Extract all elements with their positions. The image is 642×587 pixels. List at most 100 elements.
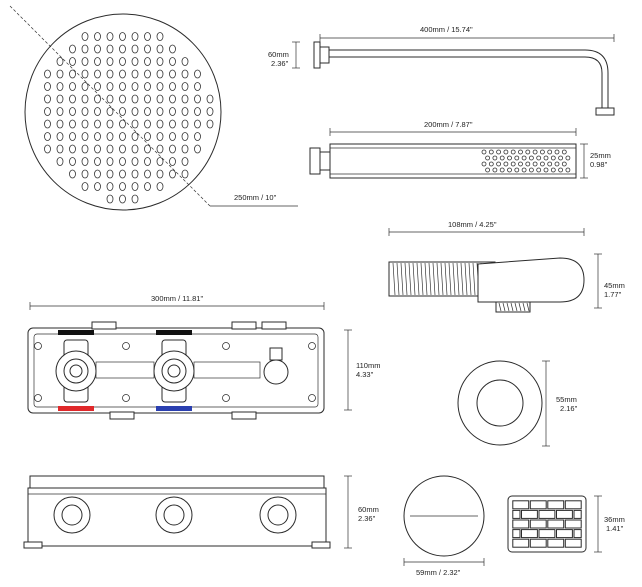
handset-width-in-label: 0.98" [590,160,608,169]
nozzle-dot [131,157,139,166]
thread-line [514,302,518,312]
nozzle-dot [56,132,64,141]
nozzle-dot [94,119,101,129]
nozzle-dot [119,82,126,91]
nozzle-dot [94,107,101,116]
knurl-brick [564,538,582,548]
nozzle-dot [81,107,89,116]
round-shower-head-icon [9,5,298,211]
nozzle-dot [119,132,126,141]
thread-line [498,302,502,312]
nozzle-dot [81,157,89,166]
knurl-brick [529,519,547,529]
nozzle-dot [144,57,151,66]
handset-length-label: 200mm / 7.87" [424,120,473,129]
thread-line [424,262,428,296]
knurl-brick [529,500,547,510]
nozzle-dot [525,161,531,167]
nozzle-dot [81,94,89,104]
nozzle-dot [119,44,126,54]
nozzle-dot [81,144,89,154]
thread-line [452,262,456,296]
nozzle-dot [44,132,51,141]
nozzle-dot [56,82,64,91]
nozzle-dot [561,149,567,155]
nozzle-dot [565,167,571,173]
knurl-brick [538,529,556,539]
thread-line [412,262,416,296]
nozzle-dot [156,182,164,191]
knurl-brick [512,538,530,548]
nozzle-dot [56,94,64,104]
nozzle-dot [499,167,505,173]
nozzle-dot [94,157,101,166]
nozzle-dot [181,57,189,66]
nozzle-dot [56,69,64,79]
nozzle-dot [106,157,114,166]
nozzle-dot [131,82,139,91]
nozzle-dot [518,161,523,167]
nozzle-dot [131,132,139,141]
nozzle-dot [169,107,176,116]
nozzle-dot [119,157,126,166]
arm-drop-in-label: 2.36" [271,59,289,68]
nozzle-dot [194,119,201,129]
nozzle-dot [492,167,498,173]
nozzle-dot [119,69,126,79]
nozzle-dot [81,132,89,141]
nozzle-dot [56,107,64,116]
nozzle-dot [106,32,114,41]
nozzle-dot [532,149,538,155]
knurled-knob-icon [507,495,602,553]
nozzle-dot [144,132,151,141]
nozzle-dot [44,82,51,91]
knurl-brick [521,529,538,539]
nozzle-dot [485,167,491,173]
nozzle-dot [44,144,51,154]
nozzle-dot [525,149,531,155]
nozzle-dot [156,69,164,79]
nozzle-dot [81,57,89,66]
nozzle-dot [131,169,139,179]
nozzle-dot [156,107,164,116]
nozzle-dot [532,161,538,167]
nozzle-dot [69,94,76,104]
nozzle-dot [529,155,534,161]
nozzle-dot [156,144,164,154]
nozzle-dot [94,57,101,66]
nozzle-dot [106,169,114,179]
nozzle-dot [131,44,139,54]
nozzle-dot [119,194,126,204]
knurl-brick [573,529,582,539]
nozzle-dot [81,69,89,79]
nozzle-dot [514,155,520,161]
thread-line [510,302,514,312]
outlet-height-in-label: 1.77" [604,290,622,299]
knurl-brick [512,519,530,529]
thread-line [522,302,526,312]
nozzle-dot [94,182,101,191]
nozzle-dot [69,107,76,116]
box-depth-mm-label: 60mm [358,505,379,514]
nozzle-dot [547,161,553,167]
nozzle-dot [69,57,76,66]
nozzle-dot [94,82,101,91]
knurl-brick [512,529,521,539]
knurl-brick [547,519,565,529]
nozzle-dot [119,94,126,104]
nozzle-dot [156,57,164,66]
nozzle-dot [106,194,114,204]
nozzle-dot [194,69,201,79]
thread-line [456,262,460,296]
nozzle-dot [69,119,76,129]
nozzle-dot [521,155,527,161]
nozzle-dot [119,107,126,116]
nozzle-dot [44,69,51,79]
nozzle-dot [169,69,176,79]
valve-box-side-icon [23,475,352,549]
valve-width-label: 300mm / 11.81" [151,294,203,303]
nozzle-dot [81,119,89,129]
nozzle-dot [503,161,509,167]
nozzle-dot [119,57,126,66]
